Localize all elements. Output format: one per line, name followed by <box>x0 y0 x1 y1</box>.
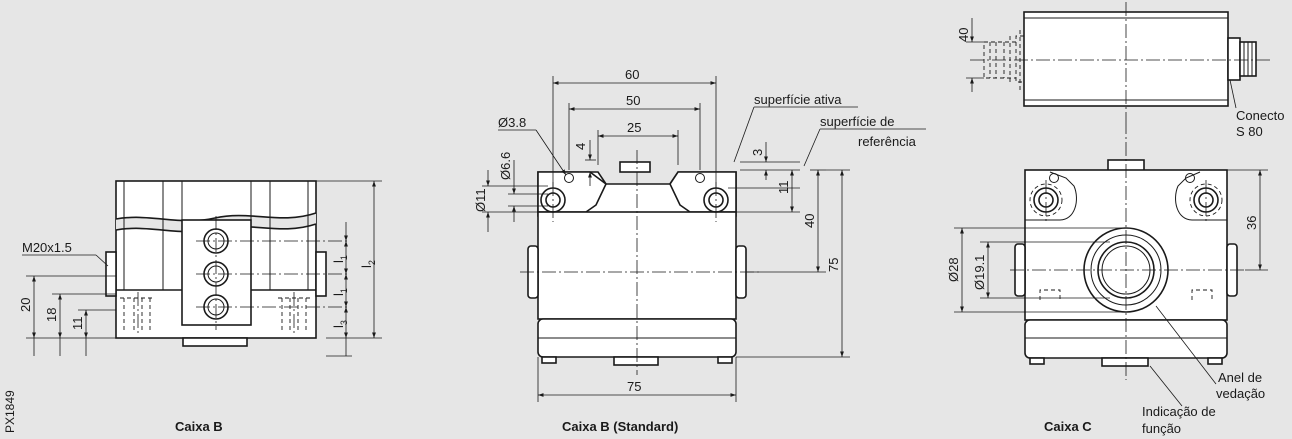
right-label-connector-line1: Conecto <box>1236 108 1284 123</box>
left-break-line-top <box>115 212 317 222</box>
left-dim-l3: l3 <box>331 320 349 328</box>
left-dim-11: 11 <box>70 317 85 331</box>
middle-dim-11: 11 <box>776 181 791 195</box>
left-lug-left <box>105 251 117 297</box>
left-thread-label: M20x1.5 <box>22 240 72 255</box>
left-central-plate <box>181 219 252 326</box>
right-dim-36: 36 <box>1244 216 1259 230</box>
left-dim-20: 20 <box>18 298 33 312</box>
middle-dim-60: 60 <box>625 67 639 82</box>
middle-dim-25: 25 <box>627 120 641 135</box>
middle-top-plunger <box>619 161 651 173</box>
middle-indicator <box>613 356 659 366</box>
right-label-connector-line2: S 80 <box>1236 124 1263 139</box>
right-foot-left <box>1029 357 1045 365</box>
middle-dim-3: 3 <box>750 149 765 156</box>
middle-small-hole-left <box>564 173 574 183</box>
right-dim-40: 40 <box>956 28 971 42</box>
right-view-caixa-c: 40 Conecto S 80 <box>946 2 1284 436</box>
right-label-seal-line1: Anel de <box>1218 370 1262 385</box>
right-dim-d191: Ø19.1 <box>972 255 987 290</box>
left-dim-l2: l2 <box>359 260 377 268</box>
caption-caixa-c: Caixa C <box>1044 419 1092 434</box>
left-view-caixa-b: 20 18 11 M20x1.5 l1 l1 l2 l3 <box>18 180 382 357</box>
caption-caixa-b: Caixa B <box>175 419 223 434</box>
figure-id: PX1849 <box>3 390 17 433</box>
middle-label-active-surface: superfície ativa <box>754 92 842 107</box>
right-connector-nut <box>1227 37 1241 81</box>
middle-dim-d38: Ø3.8 <box>498 115 526 130</box>
middle-dim-d11: Ø11 <box>473 188 488 212</box>
right-label-function-line2: função <box>1142 421 1181 436</box>
middle-dim-4: 4 <box>573 143 588 150</box>
middle-small-hole-right <box>695 173 705 183</box>
right-indicator <box>1101 357 1149 367</box>
middle-dim-75-vertical: 75 <box>826 258 841 272</box>
middle-dim-40: 40 <box>802 214 817 228</box>
left-dim-l1-lower: l1 <box>331 288 349 296</box>
left-bottom-nub <box>182 337 248 347</box>
middle-view-caixa-b-standard: 60 50 25 Ø3.8 Ø6.6 Ø11 4 superfície ativ… <box>473 67 926 402</box>
middle-foot-right <box>717 356 733 364</box>
middle-label-reference-line2: referência <box>858 134 917 149</box>
right-dim-d28: Ø28 <box>946 257 961 282</box>
middle-dim-75-horizontal: 75 <box>627 379 641 394</box>
right-foot-right <box>1207 357 1223 365</box>
middle-dim-50: 50 <box>626 93 640 108</box>
right-label-seal-line2: vedação <box>1216 386 1265 401</box>
right-label-function-line1: Indicação de <box>1142 404 1216 419</box>
left-dim-18: 18 <box>44 308 59 322</box>
middle-label-reference-line1: superfície de <box>820 114 894 129</box>
caption-caixa-b-standard: Caixa B (Standard) <box>562 419 678 434</box>
left-dim-l1-upper: l1 <box>331 255 349 263</box>
middle-foot-left <box>541 356 557 364</box>
middle-dim-d66: Ø6.6 <box>498 152 513 180</box>
